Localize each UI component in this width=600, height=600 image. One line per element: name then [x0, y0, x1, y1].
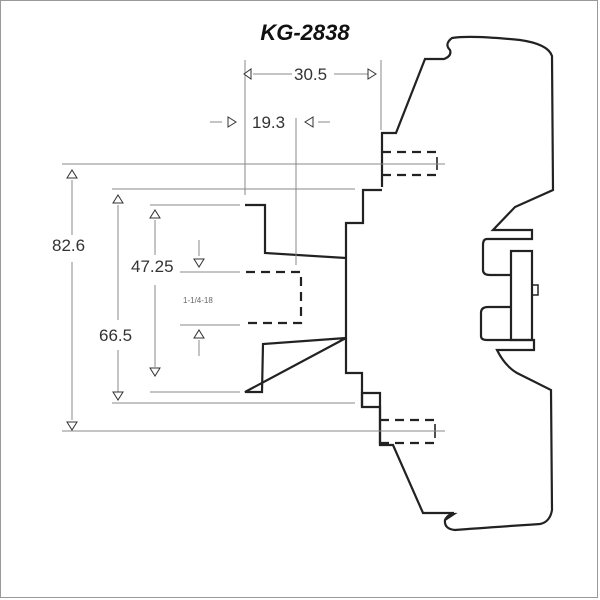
bottom-bolt-hidden — [380, 418, 435, 445]
extension-lines — [62, 60, 445, 432]
thread-spec: 1-1/4-18 — [183, 296, 213, 305]
dim-height-overall: 82.6 — [52, 236, 86, 255]
hub-steps — [344, 188, 382, 445]
part-number-title: KG-2838 — [260, 20, 350, 45]
valve-stub — [531, 284, 539, 296]
dim-height-flange: 66.5 — [99, 326, 133, 345]
thread-hidden — [246, 270, 303, 325]
top-bolt-hidden — [382, 150, 437, 177]
dim-width-overall: 30.5 — [294, 65, 328, 84]
dim-width-hub: 19.3 — [252, 113, 286, 132]
center-insert — [509, 249, 534, 342]
dimension-arrows — [66, 68, 377, 431]
adapter-flange — [244, 203, 347, 394]
dim-height-inner: 47.25 — [131, 257, 174, 276]
wheel-profile — [360, 35, 555, 532]
